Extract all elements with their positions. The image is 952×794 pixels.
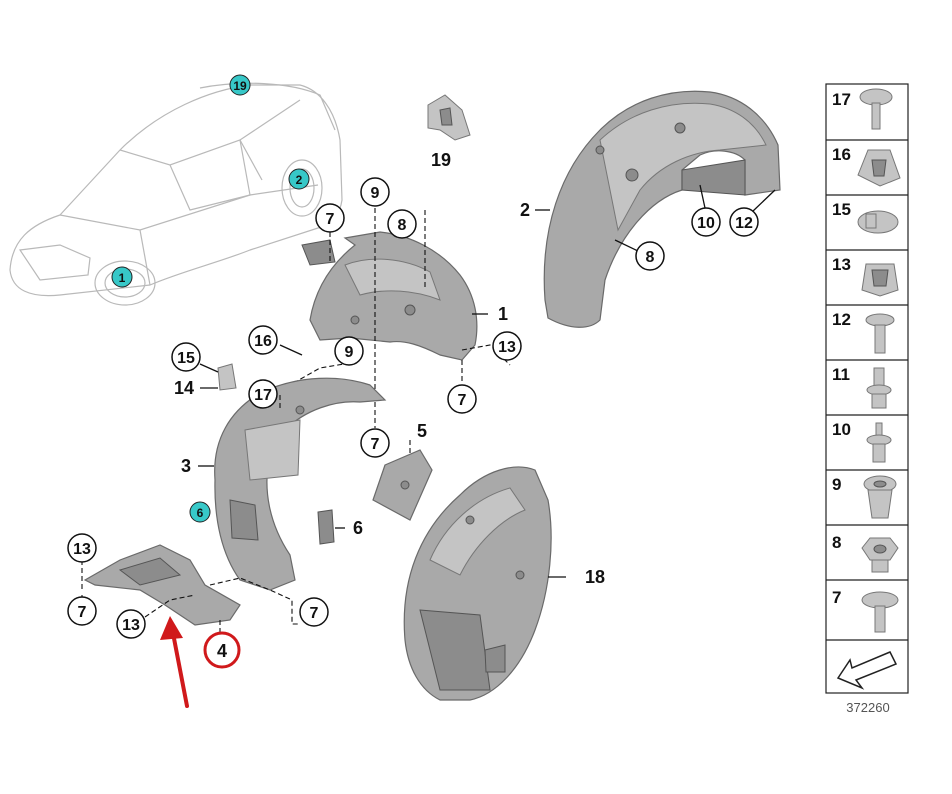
clip-16-icon: [857, 149, 901, 187]
callout-13a: 13: [498, 339, 516, 356]
callout-9b: 9: [345, 344, 354, 361]
legend-label: 16: [832, 145, 851, 164]
label-18: 18: [585, 567, 605, 587]
lower-liner-part-4: [83, 544, 241, 626]
badge-rear-wheel: 2: [288, 168, 310, 190]
badge-front-liner: 6: [189, 501, 211, 523]
label-5: 5: [417, 421, 427, 441]
direction-arrow-icon: [836, 651, 898, 690]
callout-7e: 7: [310, 605, 319, 622]
cover-panel-5: [372, 449, 433, 521]
callout-13b: 13: [73, 541, 91, 558]
nut-8-icon: [861, 537, 899, 573]
legend-label: 17: [832, 90, 851, 109]
label-4: 4: [217, 641, 227, 661]
legend-label: 12: [832, 310, 851, 329]
badge-label: 6: [197, 506, 204, 520]
panel-part-6: [317, 509, 335, 545]
clip-part-14: [217, 363, 237, 391]
rivet-10-icon: [866, 422, 892, 463]
label-6: 6: [353, 518, 363, 538]
legend-label: 9: [832, 475, 841, 494]
clip-13-icon: [861, 263, 899, 297]
callout-9a: 9: [371, 185, 380, 202]
callout-16: 16: [254, 333, 272, 350]
rivet-12-icon: [865, 313, 895, 354]
label-1: 1: [498, 304, 508, 324]
legend-label: 7: [832, 588, 841, 607]
red-arrow-indicator: [160, 616, 189, 708]
legend-label: 13: [832, 255, 851, 274]
wheel-arch-liner-18: [403, 466, 552, 701]
badge-label: 19: [233, 79, 247, 93]
cap-15-icon: [857, 210, 899, 234]
label-19: 19: [431, 150, 451, 170]
callout-10: 10: [697, 215, 715, 232]
legend-label: 15: [832, 200, 851, 219]
badge-label: 1: [119, 271, 126, 285]
screw-7-icon: [861, 591, 899, 633]
callout-8a: 8: [646, 249, 655, 266]
callout-8b: 8: [398, 217, 407, 234]
front-wheel-arch-liner: [214, 377, 387, 591]
hardware-legend: 17 16 15 13 12 11 10 9 8 7: [825, 83, 909, 694]
callout-7c: 7: [371, 436, 380, 453]
badge-front-wheel: 1: [111, 266, 133, 288]
callout-7d: 7: [78, 604, 87, 621]
callout-7b: 7: [458, 392, 467, 409]
car-outline: [9, 82, 343, 306]
reference-number: 372260: [846, 700, 889, 715]
legend-label: 11: [832, 365, 850, 384]
label-2: 2: [520, 200, 530, 220]
callout-13c: 13: [122, 617, 140, 634]
callout-7a: 7: [326, 211, 335, 228]
highlight-ring: [203, 631, 241, 669]
label-14: 14: [174, 378, 194, 398]
callout-15: 15: [177, 350, 195, 367]
legend-label: 8: [832, 533, 841, 552]
rivet-9-icon: [863, 475, 897, 519]
label-3: 3: [181, 456, 191, 476]
callout-17: 17: [254, 387, 272, 404]
rear-wheel-arch-liner: [543, 90, 781, 328]
bracket-part-19: [427, 94, 471, 141]
callout-12: 12: [735, 215, 753, 232]
badge-label: 2: [296, 173, 303, 187]
legend-label: 10: [832, 420, 851, 439]
pin-11-icon: [866, 367, 892, 409]
badge-roof: 19: [229, 74, 251, 96]
front-upper-liner: [301, 231, 478, 361]
screw-17-icon: [859, 88, 893, 130]
